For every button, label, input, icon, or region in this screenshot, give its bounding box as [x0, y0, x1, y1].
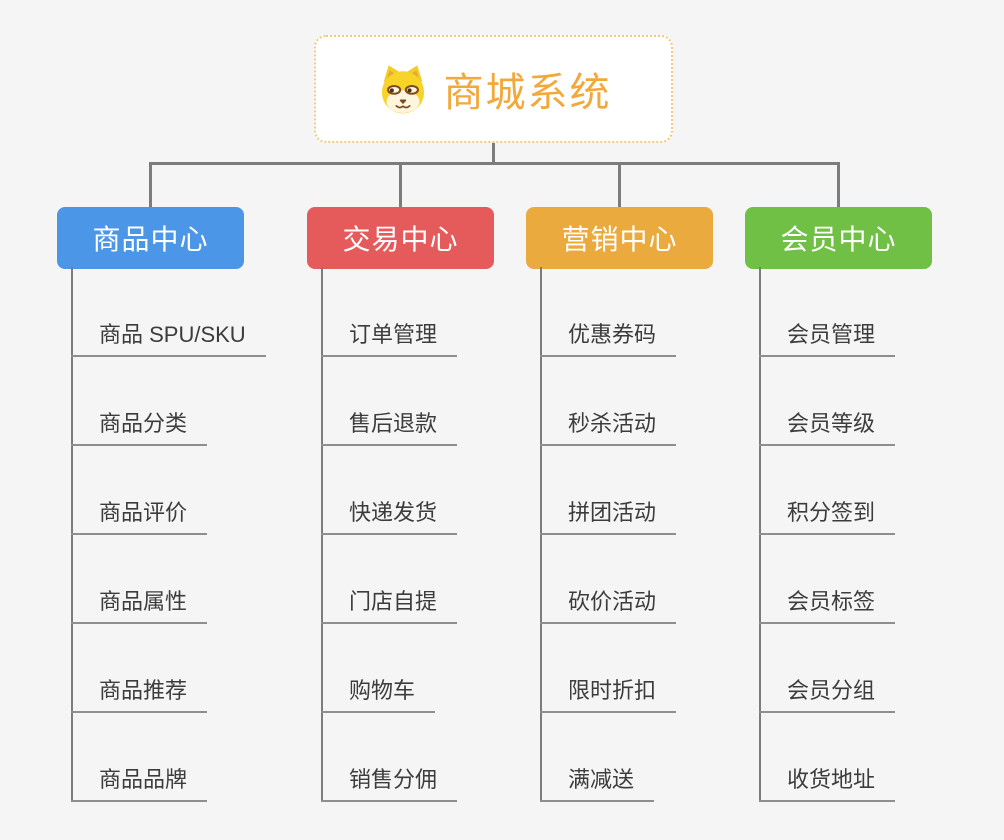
connector-drop: [837, 162, 840, 207]
leaf-node[interactable]: 满减送: [540, 767, 655, 802]
leaf-node[interactable]: 商品推荐: [71, 678, 208, 713]
leaf-node[interactable]: 快递发货: [321, 500, 458, 535]
connector-root-trunk: [491, 143, 495, 162]
connector-drop: [149, 162, 152, 207]
leaf-node[interactable]: 会员分组: [759, 678, 896, 713]
connector-rail: [149, 162, 840, 165]
leaf-node[interactable]: 售后退款: [321, 411, 458, 446]
leaf-node[interactable]: 订单管理: [321, 322, 458, 357]
leaf-node[interactable]: 门店自提: [321, 589, 458, 624]
leaf-node[interactable]: 优惠券码: [540, 322, 677, 357]
leaf-node[interactable]: 限时折扣: [540, 678, 677, 713]
leaf-node[interactable]: 商品品牌: [71, 767, 208, 802]
leaf-node[interactable]: 积分签到: [759, 500, 896, 535]
root-node-label: 商城系统: [443, 71, 612, 115]
branch-node-member-center[interactable]: 会员中心: [745, 207, 932, 269]
branch-node-marketing-center[interactable]: 营销中心: [526, 207, 713, 269]
leaf-node[interactable]: 销售分佣: [321, 767, 458, 802]
branch-node-product-center[interactable]: 商品中心: [57, 207, 244, 269]
root-node[interactable]: 商城系统: [314, 35, 673, 143]
leaf-node[interactable]: 秒杀活动: [540, 411, 677, 446]
leaf-node[interactable]: 拼团活动: [540, 500, 677, 535]
leaf-node[interactable]: 砍价活动: [540, 589, 677, 624]
leaf-node[interactable]: 会员标签: [759, 589, 896, 624]
branch-node-trade-center[interactable]: 交易中心: [307, 207, 494, 269]
connector-drop: [399, 162, 402, 207]
leaf-node[interactable]: 收货地址: [759, 767, 896, 802]
connector-drop: [618, 162, 621, 207]
leaf-node[interactable]: 商品属性: [71, 589, 208, 624]
leaf-node[interactable]: 购物车: [321, 678, 436, 713]
leaf-node[interactable]: 商品评价: [71, 500, 208, 535]
leaf-node[interactable]: 商品分类: [71, 411, 208, 446]
leaf-node[interactable]: 会员等级: [759, 411, 896, 446]
shiba-dog-icon: [376, 62, 430, 116]
leaf-node[interactable]: 商品 SPU/SKU: [71, 322, 266, 357]
leaf-node[interactable]: 会员管理: [759, 322, 896, 357]
